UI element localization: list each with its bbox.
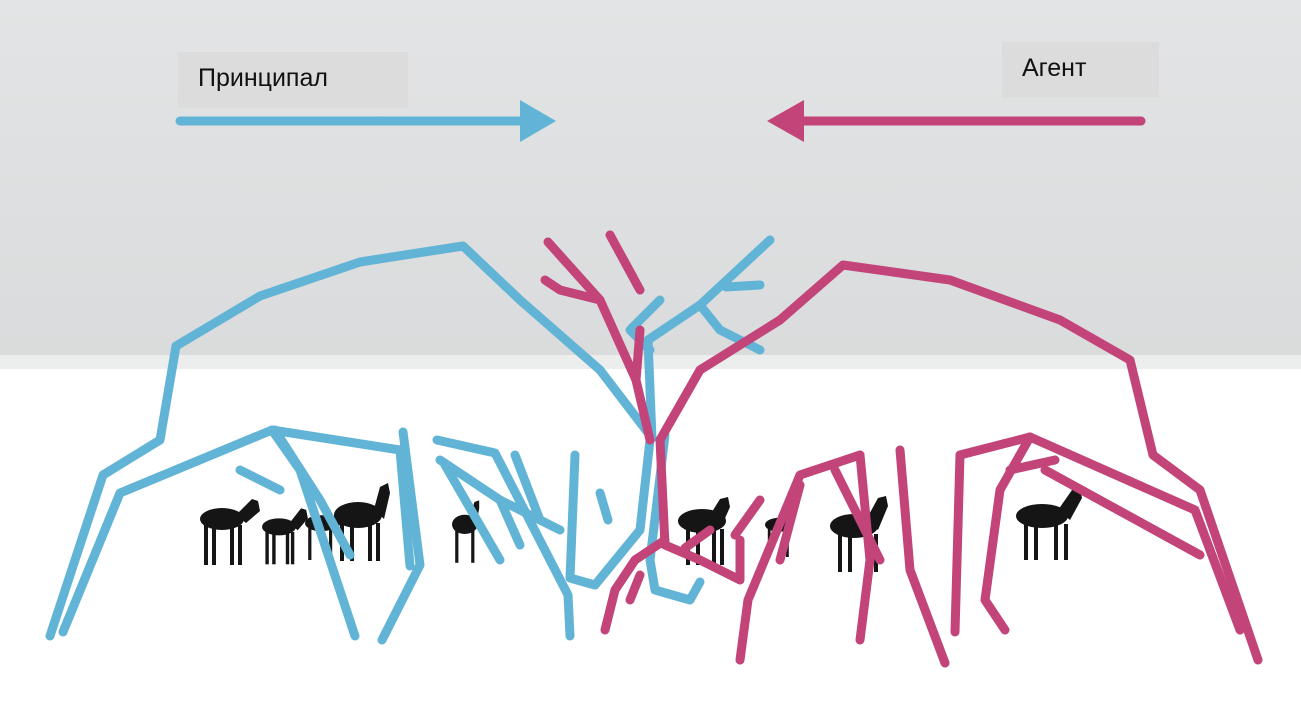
agent-label: Агент — [1002, 42, 1159, 98]
principal-label: Принципал — [178, 52, 408, 108]
